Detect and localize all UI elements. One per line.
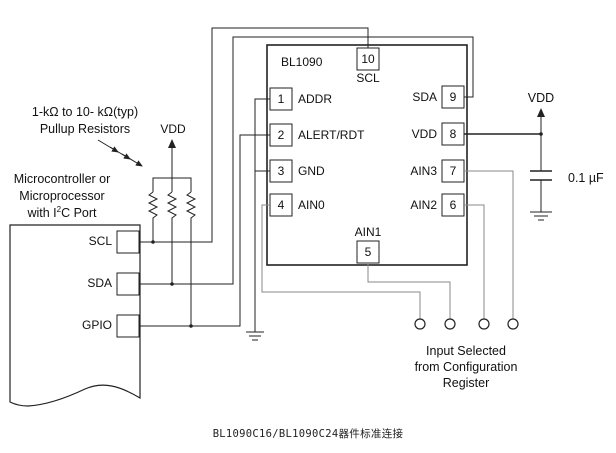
input-selected-label: Input Selected from Configuration Regist… bbox=[415, 344, 518, 390]
svg-text:7: 7 bbox=[450, 164, 457, 178]
mcu-title: Microcontroller or Microprocessor with I… bbox=[14, 172, 111, 220]
svg-text:Input Selected: Input Selected bbox=[426, 344, 506, 358]
svg-text:8: 8 bbox=[450, 127, 457, 141]
wire-ain3 bbox=[464, 170, 514, 319]
svg-text:ALERT/RDT: ALERT/RDT bbox=[298, 128, 365, 142]
input-terminals bbox=[414, 318, 519, 330]
pin-3-gnd: 3 GND bbox=[269, 159, 325, 183]
svg-text:3: 3 bbox=[278, 164, 285, 178]
wire-gnd bbox=[254, 170, 270, 332]
wire-scl bbox=[139, 27, 369, 243]
svg-text:Pullup Resistors: Pullup Resistors bbox=[40, 122, 130, 136]
pullup-resistors bbox=[147, 170, 197, 328]
pin-7-ain3: 7 AIN3 bbox=[410, 159, 465, 183]
svg-text:Microprocessor: Microprocessor bbox=[19, 189, 104, 203]
svg-text:SDA: SDA bbox=[87, 276, 112, 290]
svg-text:1: 1 bbox=[278, 92, 285, 106]
svg-text:5: 5 bbox=[365, 245, 372, 259]
pullup-vdd-arrow bbox=[168, 139, 176, 170]
svg-text:SDA: SDA bbox=[412, 90, 437, 104]
svg-text:AIN1: AIN1 bbox=[355, 225, 382, 239]
svg-text:GPIO: GPIO bbox=[82, 318, 112, 332]
svg-text:1-kΩ to 10- kΩ(typ): 1-kΩ to 10- kΩ(typ) bbox=[32, 105, 138, 119]
ground-symbol-left bbox=[246, 331, 264, 341]
wire-ain2 bbox=[464, 204, 485, 319]
wire-addr bbox=[254, 98, 270, 171]
svg-text:2: 2 bbox=[278, 128, 285, 142]
svg-text:ADDR: ADDR bbox=[298, 92, 332, 106]
svg-text:6: 6 bbox=[450, 198, 457, 212]
svg-text:from Configuration: from Configuration bbox=[415, 360, 518, 374]
mcu-port-gpio: GPIO bbox=[82, 314, 140, 338]
pin-6-ain2: 6 AIN2 bbox=[410, 193, 465, 217]
wire-gpio bbox=[139, 134, 270, 327]
svg-text:9: 9 bbox=[450, 90, 457, 104]
figure-caption: BL1090C16/BL1090C24器件标准连接 bbox=[213, 427, 404, 440]
svg-text:GND: GND bbox=[298, 164, 325, 178]
wire-ain1 bbox=[367, 263, 451, 319]
svg-text:VDD: VDD bbox=[412, 127, 438, 141]
wire-ain0 bbox=[261, 204, 421, 319]
supply-vdd-arrow bbox=[537, 108, 545, 134]
svg-text:SCL: SCL bbox=[89, 234, 113, 248]
svg-text:AIN2: AIN2 bbox=[410, 198, 437, 212]
mcu-port-sda: SDA bbox=[87, 272, 140, 296]
pin-10-scl: 10 SCL bbox=[356, 47, 380, 85]
mcu-body bbox=[9, 224, 141, 407]
pullup-arrows bbox=[97, 139, 143, 167]
supply-vdd-label: VDD bbox=[528, 91, 554, 105]
svg-text:with I2C Port: with I2C Port bbox=[26, 205, 97, 220]
cap-value: 0.1 µF bbox=[568, 171, 604, 185]
svg-text:Register: Register bbox=[443, 376, 490, 390]
chip-name: BL1090 bbox=[281, 55, 323, 69]
capacitor bbox=[530, 134, 552, 212]
pullup-label: 1-kΩ to 10- kΩ(typ) Pullup Resistors bbox=[32, 105, 138, 136]
svg-text:4: 4 bbox=[278, 198, 285, 212]
chip-body bbox=[266, 44, 468, 266]
pin-1-addr: 1 ADDR bbox=[269, 87, 332, 111]
pin-4-ain0: 4 AIN0 bbox=[269, 193, 325, 217]
mcu-port-scl: SCL bbox=[89, 230, 140, 254]
svg-text:10: 10 bbox=[361, 52, 375, 66]
pin-5-ain1: AIN1 5 bbox=[355, 225, 382, 264]
svg-text:AIN0: AIN0 bbox=[298, 198, 325, 212]
pullup-vdd-label: VDD bbox=[160, 122, 186, 136]
svg-text:SCL: SCL bbox=[356, 71, 380, 85]
pin-8-vdd: 8 VDD bbox=[412, 122, 465, 146]
svg-text:Microcontroller or: Microcontroller or bbox=[14, 172, 111, 186]
pin-9-sda: 9 SDA bbox=[412, 85, 465, 109]
svg-text:AIN3: AIN3 bbox=[410, 164, 437, 178]
wire-sda bbox=[139, 36, 474, 285]
ground-symbol-right bbox=[530, 211, 552, 221]
